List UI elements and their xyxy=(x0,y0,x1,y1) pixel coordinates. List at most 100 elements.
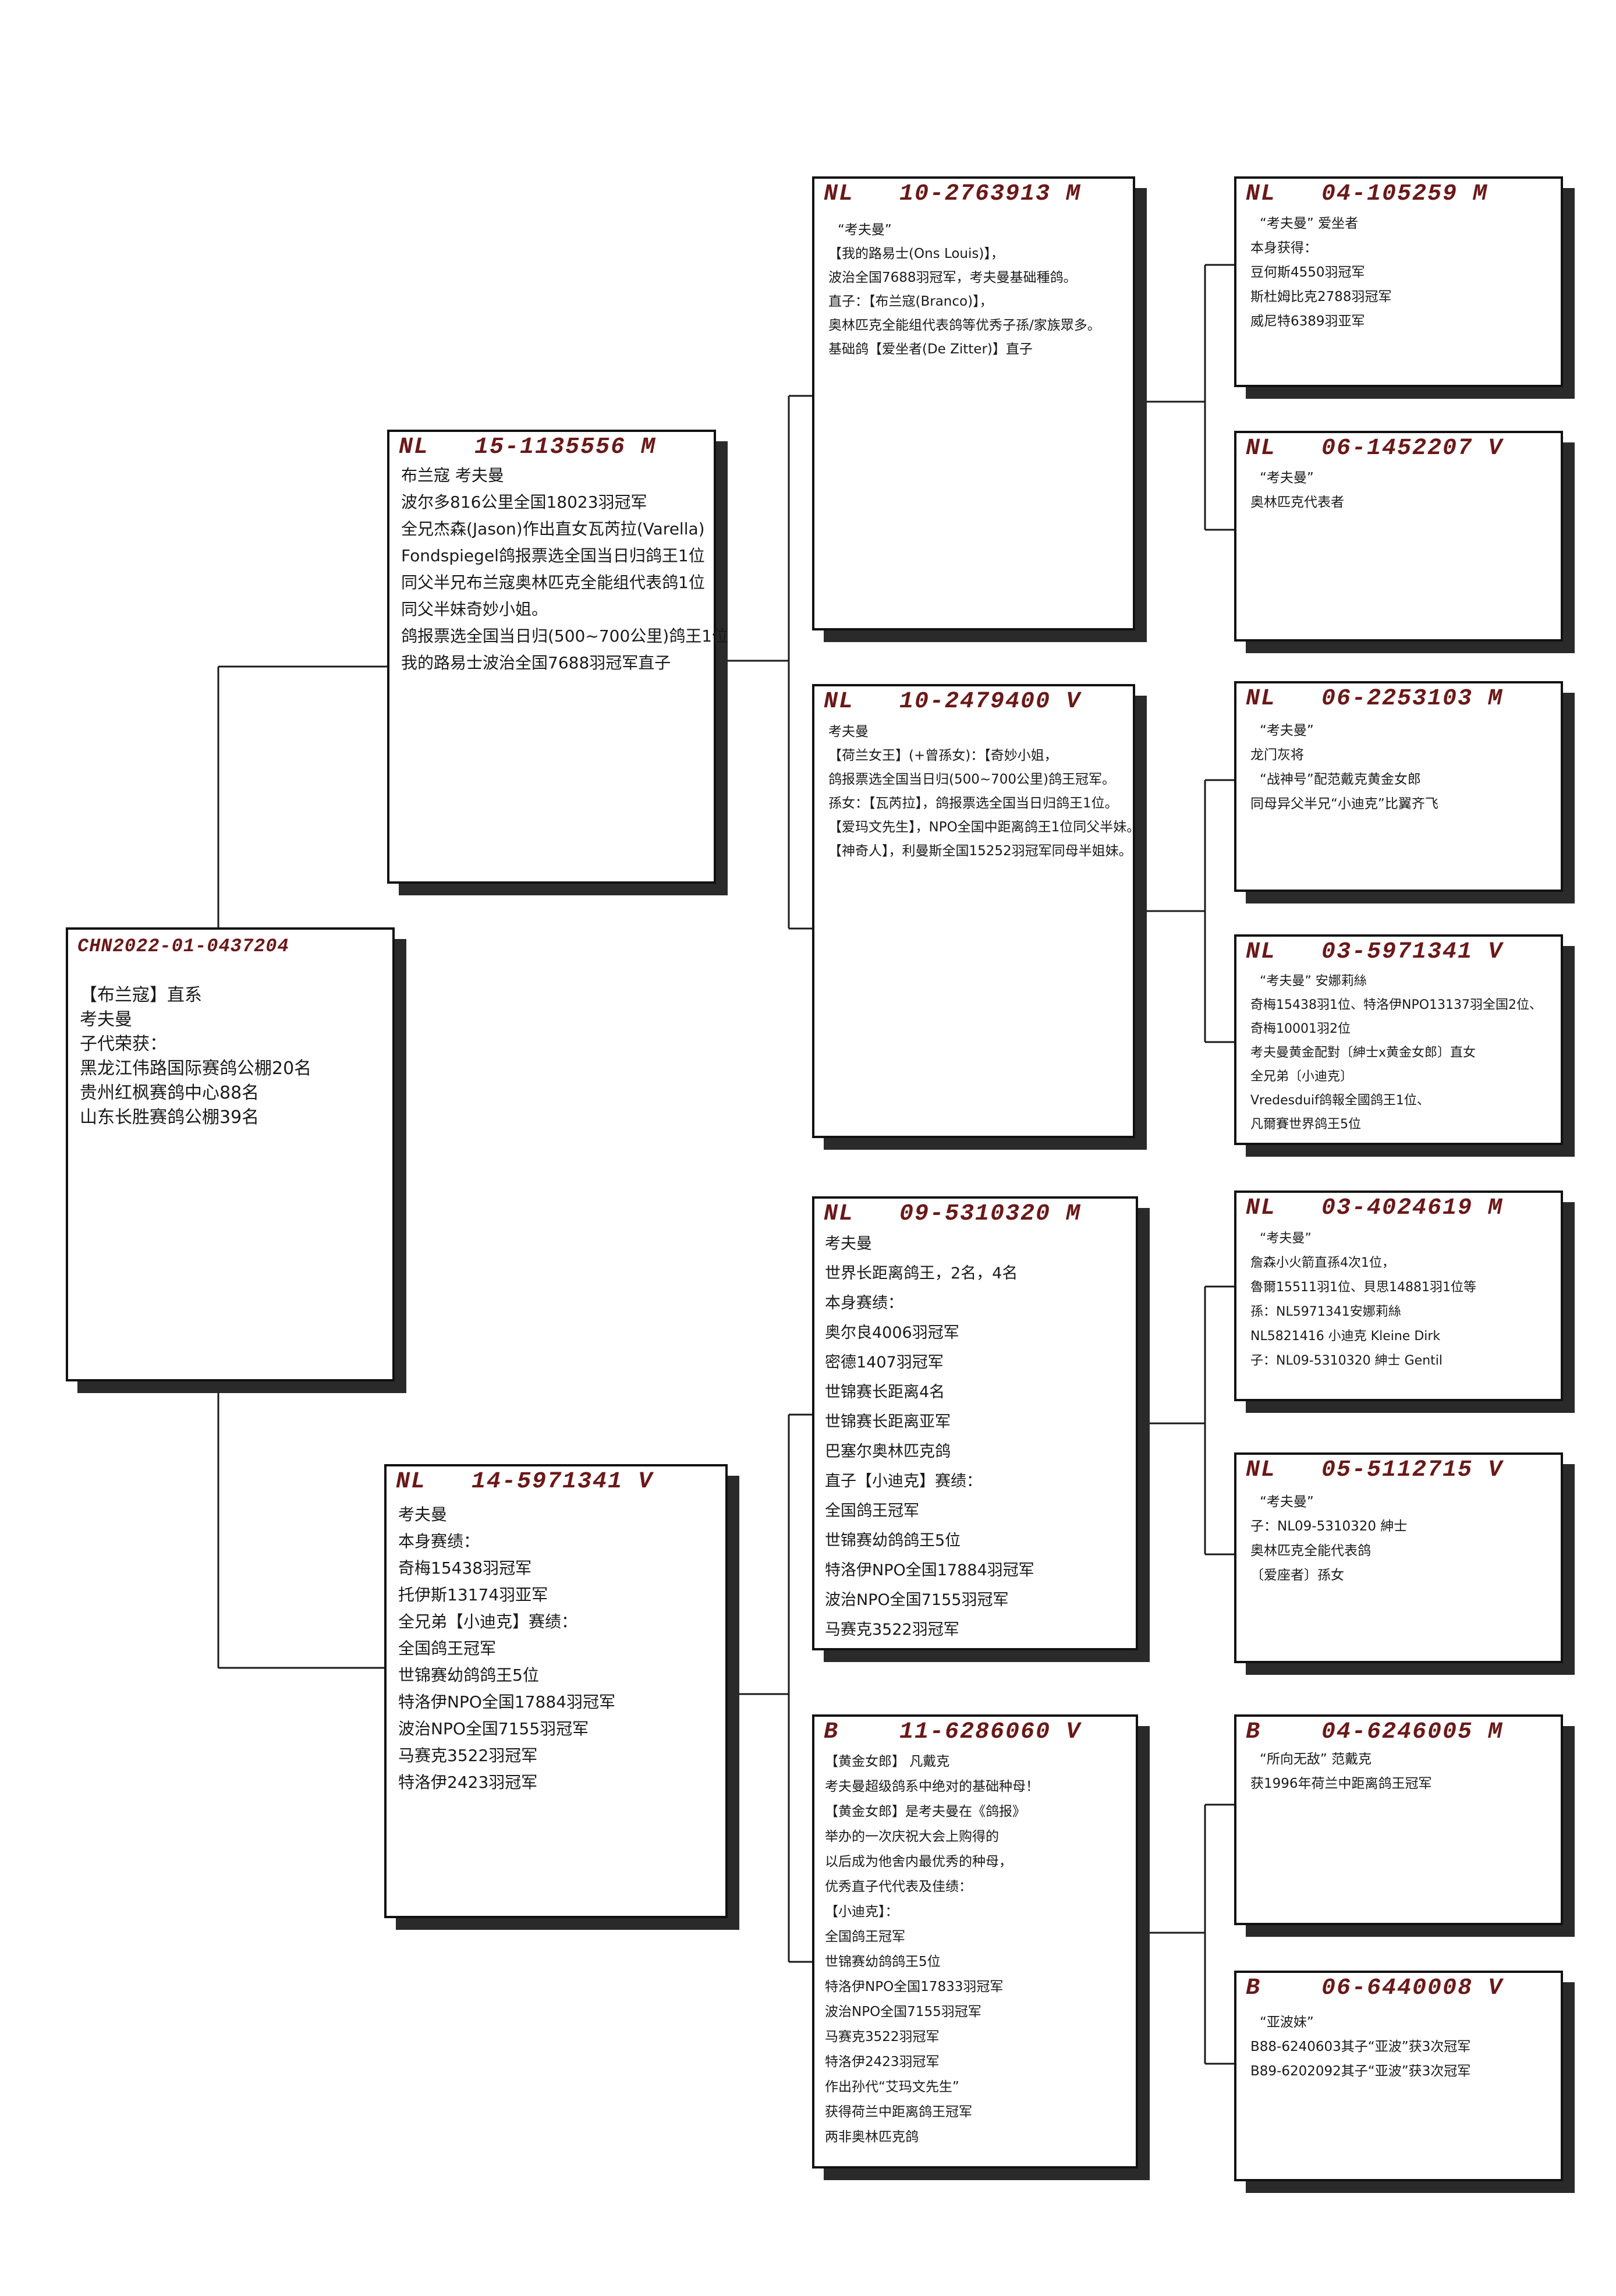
dam-sire-card: NL 09-5310320 M 考夫曼 世界长距离鸽王，2名，4名 本身赛绩： … xyxy=(812,1196,1138,1650)
dam-card: NL 14-5971341 V 考夫曼 本身赛绩： 奇梅15438羽冠军 托伊斯… xyxy=(384,1464,728,1918)
ds-sire-card: NL 03-4024619 M “考夫曼” 詹森小火箭直孫4次1位， 魯爾155… xyxy=(1234,1190,1563,1401)
dam-ring-number: NL 14-5971341 V xyxy=(396,1469,654,1495)
dd-dam-card: B 06-6440008 V “亚波妹” B88-6240603其子“亚波”获3… xyxy=(1234,1971,1563,2181)
dam-sire-line: 马赛克3522羽冠军 xyxy=(825,1621,959,1639)
sire-sire-line: 【我的路易士(Ons Louis)】， xyxy=(828,246,1004,261)
dd-dam-details: “亚波妹” B88-6240603其子“亚波”获3次冠军 B89-6202092… xyxy=(1236,2003,1561,2084)
ss-dam-card: NL 06-1452207 V “考夫曼” 奥林匹克代表者 xyxy=(1234,431,1563,642)
dam-line: 马赛克3522羽冠军 xyxy=(398,1746,538,1765)
ds-sire-line: NL5821416 小迪克 Kleine Dirk xyxy=(1250,1329,1441,1344)
sd-sire-details: “考夫曼” 龙门灰将 “战神号”配范戴克黄金女郎 同母异父半兄“小迪克”比翼齐飞 xyxy=(1236,714,1561,816)
ds-sire-line: “考夫曼” xyxy=(1260,1231,1312,1246)
dd-dam-line: “亚波妹” xyxy=(1260,2015,1314,2030)
dam-line: 全兄弟【小迪克】赛绩： xyxy=(398,1612,578,1631)
dam-dam-line: 作出孙代“艾玛文先生” xyxy=(825,2079,959,2095)
dd-dam-ring-number: B 06-6440008 V xyxy=(1246,1975,1504,2001)
sire-line: 同父半妹奇妙小姐。 xyxy=(401,600,548,619)
dam-dam-line: 【小迪克】： xyxy=(825,1904,899,1919)
ss-dam-details: “考夫曼” 奥林匹克代表者 xyxy=(1236,463,1561,515)
ds-sire-details: “考夫曼” 詹森小火箭直孫4次1位， 魯爾15511羽1位、貝思14881羽1位… xyxy=(1236,1223,1561,1373)
sd-sire-line: 同母异父半兄“小迪克”比翼齐飞 xyxy=(1250,796,1438,812)
sire-sire-ring-number: NL 10-2763913 M xyxy=(824,181,1082,207)
sire-sire-line: 奥林匹克全能组代表鸽等优秀子孫/家族眾多。 xyxy=(828,318,1101,333)
sire-dam-card: NL 10-2479400 V 考夫曼 【荷兰女王】(+曾孫女)：【奇妙小姐， … xyxy=(812,684,1140,1138)
dam-sire-line: 考夫曼 xyxy=(825,1235,872,1253)
dam-dam-line: 马赛克3522羽冠军 xyxy=(825,2029,940,2045)
sire-dam-details: 考夫曼 【荷兰女王】(+曾孫女)：【奇妙小姐， 鸽报票选全国当日归(500~70… xyxy=(814,717,1140,863)
dd-sire-ring-number: B 04-6246005 M xyxy=(1246,1719,1504,1745)
dd-dam-line: B89-6202092其子“亚波”获3次冠军 xyxy=(1250,2064,1471,2079)
ds-dam-line: 子：NL09-5310320 紳士 xyxy=(1250,1519,1408,1534)
sire-card: NL 15-1135556 M 布兰寇 考夫曼 波尔多816公里全国18023羽… xyxy=(387,430,729,884)
sire-dam-line: 孫女：【瓦芮拉】，鸽报票选全国当日归鸽王1位。 xyxy=(828,796,1118,811)
sd-dam-line: 凡爾賽世界鸽王5位 xyxy=(1250,1117,1361,1132)
sire-dam-line: 【爱玛文先生】，NPO全国中距离鸽王1位同父半妹。 xyxy=(828,820,1140,835)
root-line: 山东长胜赛鸽公棚39名 xyxy=(80,1107,260,1128)
sire-line: 我的路易士波治全国7688羽冠军直子 xyxy=(401,653,671,672)
ds-sire-line: 魯爾15511羽1位、貝思14881羽1位等 xyxy=(1250,1280,1476,1295)
sire-dam-line: 【荷兰女王】(+曾孫女)：【奇妙小姐， xyxy=(828,748,1058,763)
sire-line: 波尔多816公里全国18023羽冠军 xyxy=(401,492,647,512)
dam-dam-line: 优秀直子代代表及佳绩： xyxy=(825,1879,972,1894)
dd-sire-line: 获1996年荷兰中距离鸽王冠军 xyxy=(1250,1776,1432,1791)
dam-sire-line: 世锦赛幼鸽鸽王5位 xyxy=(825,1532,961,1550)
ds-dam-line: “考夫曼” xyxy=(1260,1494,1314,1510)
dam-line: 世锦赛幼鸽鸽王5位 xyxy=(398,1666,539,1685)
dam-details: 考夫曼 本身赛绩： 奇梅15438羽冠军 托伊斯13174羽亚军 全兄弟【小迪克… xyxy=(387,1497,725,1796)
root-line: 【布兰寇】直系 xyxy=(80,985,202,1005)
sire-ring-number: NL 15-1135556 M xyxy=(399,434,657,460)
dam-line: 全国鸽王冠军 xyxy=(398,1639,497,1658)
sd-dam-line: 奇梅10001羽2位 xyxy=(1250,1022,1351,1036)
sd-dam-line: 全兄弟〔小迪克〕 xyxy=(1250,1069,1353,1084)
dam-line: 考夫曼 xyxy=(398,1505,448,1524)
dam-sire-line: 本身赛绩： xyxy=(825,1294,903,1312)
sire-sire-line: 基础鸽【爱坐者(De Zitter)】直子 xyxy=(828,342,1033,357)
sire-line: 全兄杰森(Jason)作出直女瓦芮拉(Varella) xyxy=(401,519,705,538)
sire-dam-line: 考夫曼 xyxy=(828,724,869,739)
ss-sire-card: NL 04-105259 M “考夫曼” 爱坐者 本身获得： 豆何斯4550羽冠… xyxy=(1234,176,1563,387)
dam-dam-line: 两非奥林匹克鸽 xyxy=(825,2130,919,2145)
dam-dam-line: 特洛伊2423羽冠军 xyxy=(825,2054,940,2070)
ds-sire-ring-number: NL 03-4024619 M xyxy=(1246,1195,1504,1221)
ss-dam-line: “考夫曼” xyxy=(1260,470,1314,486)
ss-sire-line: 本身获得： xyxy=(1250,240,1317,256)
ss-dam-line: 奥林匹克代表者 xyxy=(1250,495,1344,510)
dam-line: 特洛伊NPO全国17884羽冠军 xyxy=(398,1692,615,1712)
sd-dam-ring-number: NL 03-5971341 V xyxy=(1246,939,1504,965)
ss-sire-line: 威尼特6389羽亚军 xyxy=(1250,314,1365,329)
sd-sire-line: 龙门灰将 xyxy=(1250,747,1304,763)
root-line xyxy=(80,959,392,983)
sire-sire-line: “考夫曼” xyxy=(838,222,892,238)
sire-sire-line: 波治全国7688羽冠军，考夫曼基础種鸽。 xyxy=(828,270,1077,285)
dam-sire-ring-number: NL 09-5310320 M xyxy=(824,1201,1082,1227)
sd-dam-line: “考夫曼” 安娜莉絲 xyxy=(1260,974,1367,988)
sd-dam-line: 考夫曼黄金配對〔紳士x黄金女郎〕直女 xyxy=(1250,1046,1476,1060)
ss-dam-ring-number: NL 06-1452207 V xyxy=(1246,435,1504,462)
sire-sire-card: NL 10-2763913 M “考夫曼” 【我的路易士(Ons Louis)】… xyxy=(812,176,1135,630)
dam-sire-line: 世锦赛长距离4名 xyxy=(825,1383,945,1401)
dam-line: 奇梅15438羽冠军 xyxy=(398,1558,532,1578)
sire-dam-line: 鸽报票选全国当日归(500~700公里)鸽王冠军。 xyxy=(828,772,1116,787)
sd-sire-line: “战神号”配范戴克黄金女郎 xyxy=(1260,772,1421,787)
sire-line: 鸽报票选全国当日归(500~700公里)鸽王1位 xyxy=(401,626,729,646)
ss-sire-line: 斯杜姆比克2788羽冠军 xyxy=(1250,289,1392,304)
dam-dam-line: 全国鸽王冠军 xyxy=(825,1929,905,1944)
dam-sire-line: 世锦赛长距离亚军 xyxy=(825,1413,951,1431)
ds-dam-ring-number: NL 05-5112715 V xyxy=(1246,1457,1504,1483)
dd-dam-line: B88-6240603其子“亚波”获3次冠军 xyxy=(1250,2039,1471,2054)
root-pigeon-details: 【布兰寇】直系 考夫曼 子代荣获： 黑龙江伟路国际赛鸽公棚20名 贵州红枫赛鸽中… xyxy=(68,959,392,1130)
dam-dam-ring-number: B 11-6286060 V xyxy=(824,1719,1082,1745)
dam-dam-line: 举办的一次庆祝大会上购得的 xyxy=(825,1829,999,1844)
sire-sire-details: “考夫曼” 【我的路易士(Ons Louis)】， 波治全国7688羽冠军，考夫… xyxy=(814,209,1133,362)
dam-sire-line: 巴塞尔奥林匹克鸽 xyxy=(825,1443,951,1461)
dd-sire-card: B 04-6246005 M “所向无敌” 范戴克 获1996年荷兰中距离鸽王冠… xyxy=(1234,1714,1563,1925)
ds-sire-line: 詹森小火箭直孫4次1位， xyxy=(1250,1256,1395,1270)
ds-dam-details: “考夫曼” 子：NL09-5310320 紳士 奥林匹克全能代表鸽 〔爱座者〕孫… xyxy=(1236,1485,1561,1588)
dam-sire-line: 波治NPO全国7155羽冠军 xyxy=(825,1591,1009,1609)
sd-dam-card: NL 03-5971341 V “考夫曼” 安娜莉絲 奇梅15438羽1位、特洛… xyxy=(1234,934,1563,1145)
dam-line: 本身赛绩： xyxy=(398,1532,480,1551)
ss-sire-line: 豆何斯4550羽冠军 xyxy=(1250,265,1365,280)
sd-sire-card: NL 06-2253103 M “考夫曼” 龙门灰将 “战神号”配范戴克黄金女郎… xyxy=(1234,681,1563,892)
